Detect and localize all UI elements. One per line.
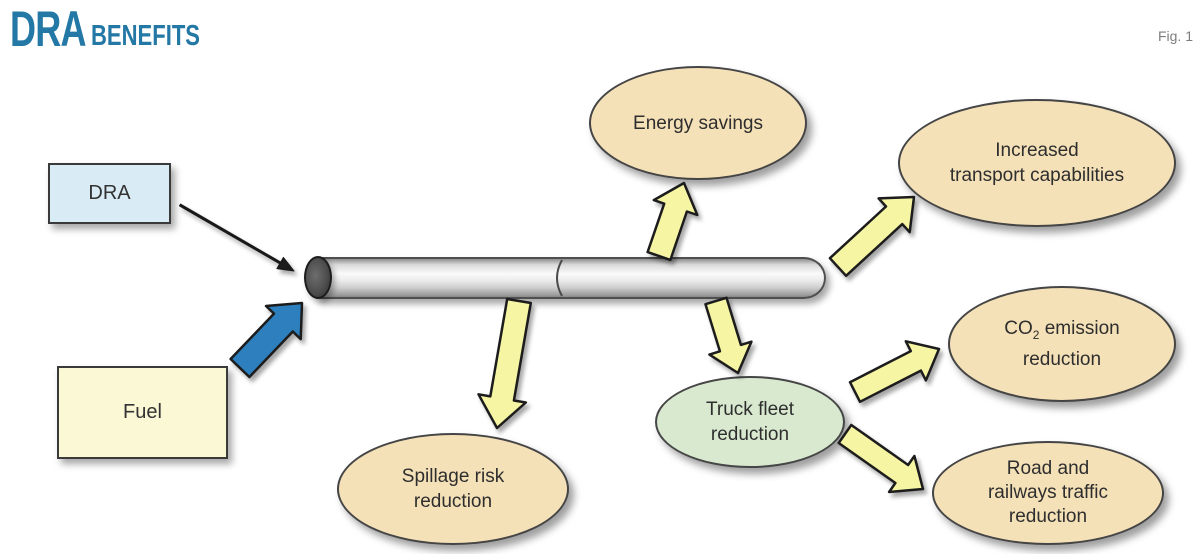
co2-label-line2: reduction [1022,349,1102,371]
dra-to-pipeline-arrow [179,203,295,272]
pipeline [316,257,826,299]
transport-label-line1: Increased [995,140,1079,161]
road-railways-ellipse: Road and railways traffic reduction [932,441,1164,545]
truck-label-line1: Truck fleet [706,399,794,420]
dra-box: DRA [48,163,171,224]
pipeline-to-spillage-arrow [477,297,533,430]
spillage-label-line1: Spillage risk [401,466,505,487]
pipeline-to-energy-arrow [646,181,699,262]
truck-fleet-ellipse: Truck fleet reduction [655,376,845,468]
figure-title-sub: BENEFITS [91,20,200,52]
dra-box-label: DRA [88,182,131,204]
co2-label-line1: CO2 emission [1004,317,1120,342]
road-label-line3: reduction [1008,506,1088,527]
truck-to-road-arrow [837,423,925,494]
road-label-line1: Road and [1006,458,1090,479]
pipeline-left-cap [304,256,332,299]
energy-savings-ellipse: Energy savings [589,66,807,180]
co2-emission-ellipse: CO2 emission reduction [948,286,1176,402]
truck-to-co2-arrow [848,340,941,404]
pipeline-to-transport-arrow [828,195,916,278]
figure-title-main: DRA [10,1,87,57]
spillage-risk-ellipse: Spillage risk reduction [337,433,569,545]
transport-label-line2: transport capabilities [949,165,1125,186]
fuel-to-pipeline-arrow [229,301,304,379]
road-label-line2: railways traffic [987,482,1108,503]
fuel-box-label: Fuel [123,401,162,423]
pipeline-to-truck-arrow [704,296,753,375]
truck-label-line2: reduction [710,424,790,445]
figure-number-label: Fig. 1 [1157,28,1193,44]
transport-capabilities-ellipse: Increased transport capabilities [898,99,1176,227]
spillage-label-line2: reduction [413,491,493,512]
energy-savings-label: Energy savings [633,112,763,134]
fuel-box: Fuel [57,366,228,459]
